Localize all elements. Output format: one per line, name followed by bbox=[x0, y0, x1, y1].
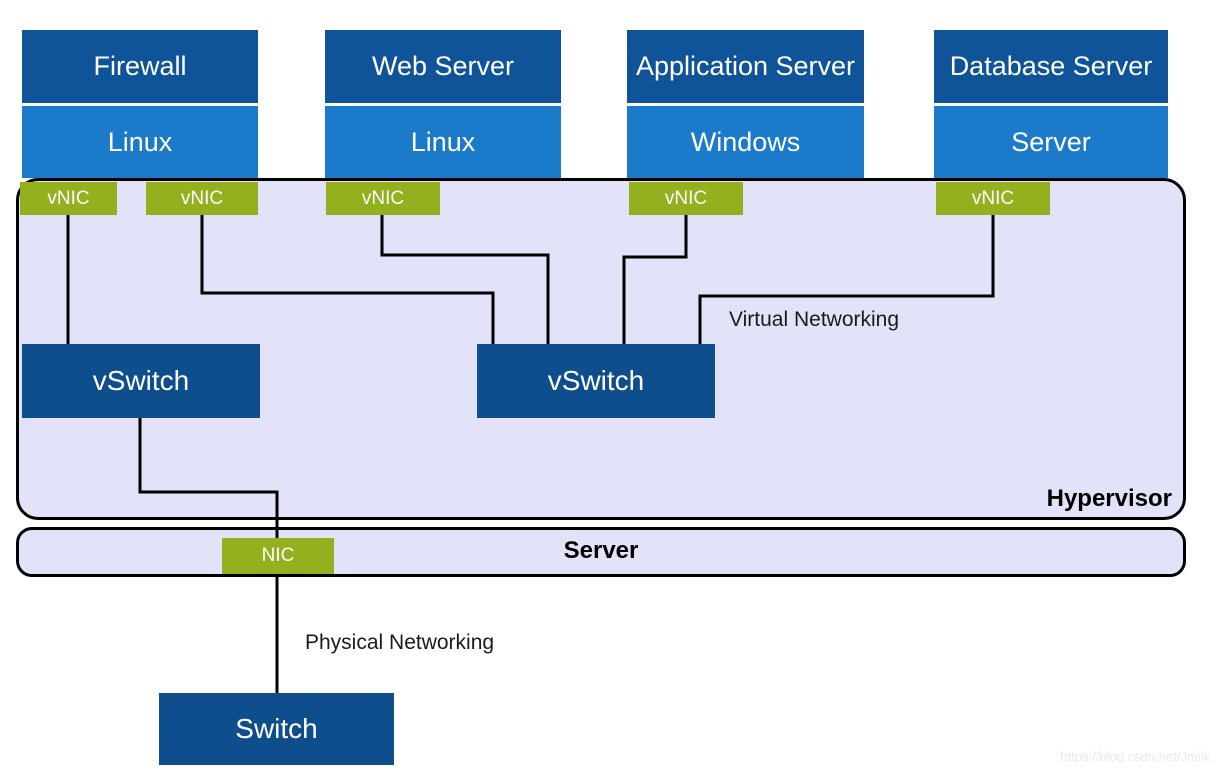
vswitch-2: vSwitch bbox=[477, 344, 715, 418]
vnic-label: vNIC bbox=[664, 187, 708, 209]
watermark: https://blog.csdn.net/Jmilk bbox=[1060, 749, 1210, 764]
physical-switch: Switch bbox=[159, 693, 394, 765]
vnic-firewall-2: vNIC bbox=[146, 182, 258, 215]
physical-switch-label: Switch bbox=[235, 713, 318, 744]
vswitch-1-label: vSwitch bbox=[92, 365, 190, 396]
vnic-label: vNIC bbox=[971, 187, 1015, 209]
nic: NIC bbox=[222, 538, 334, 574]
vm-firewall-os: Linux bbox=[22, 106, 258, 178]
vm-dbserver-os-label: Server bbox=[1011, 126, 1091, 157]
vswitch-2-label: vSwitch bbox=[547, 365, 645, 396]
vnic-webserver: vNIC bbox=[326, 182, 440, 215]
vm-firewall-os-label: Linux bbox=[107, 126, 173, 157]
vnic-label: vNIC bbox=[180, 187, 224, 209]
vswitch-1: vSwitch bbox=[22, 344, 260, 418]
vnic-firewall-1: vNIC bbox=[20, 182, 117, 215]
server-label: Server bbox=[563, 537, 639, 564]
vm-appserver-os: Windows bbox=[627, 106, 864, 178]
vm-webserver-os-label: Linux bbox=[410, 126, 476, 157]
vm-webserver-name: Web Server bbox=[371, 51, 515, 81]
vm-webserver-os: Linux bbox=[325, 106, 561, 178]
vnic-label: vNIC bbox=[361, 187, 405, 209]
vm-appserver-header: Application Server bbox=[627, 30, 864, 103]
vm-appserver-name: Application Server bbox=[635, 51, 856, 81]
vm-dbserver-os: Server bbox=[934, 106, 1168, 178]
vnic-dbserver: vNIC bbox=[936, 182, 1050, 215]
vm-dbserver-name: Database Server bbox=[949, 51, 1153, 81]
nic-label: NIC bbox=[261, 545, 295, 566]
vm-dbserver-header: Database Server bbox=[934, 30, 1168, 103]
virtual-networking-label: Virtual Networking bbox=[729, 308, 900, 331]
vm-appserver-os-label: Windows bbox=[690, 126, 801, 157]
vm-webserver-header: Web Server bbox=[325, 30, 561, 103]
hypervisor-label: Hypervisor bbox=[1046, 485, 1172, 512]
vm-firewall-header: Firewall bbox=[22, 30, 258, 103]
physical-networking-label: Physical Networking bbox=[305, 631, 495, 654]
vnic-appserver: vNIC bbox=[629, 182, 743, 215]
vm-firewall-name: Firewall bbox=[93, 51, 187, 81]
vnic-label: vNIC bbox=[47, 187, 90, 209]
